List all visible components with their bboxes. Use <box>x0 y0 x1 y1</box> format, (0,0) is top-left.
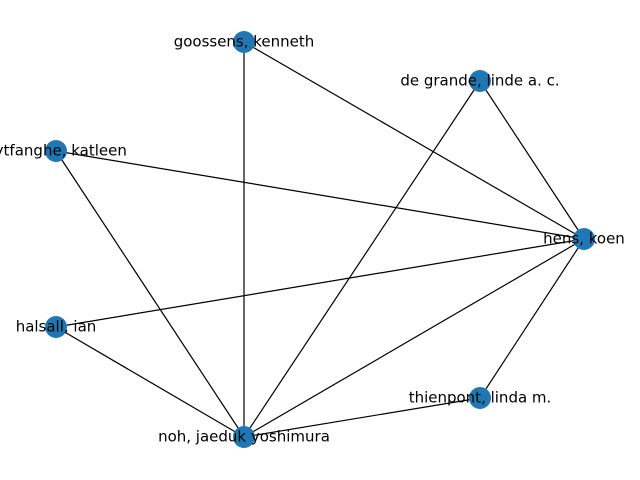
node-hens <box>573 228 595 250</box>
edge-hens-halsall <box>55 238 585 328</box>
labels-layer: goossens, kenneth de grande, linde a. c. u… <box>0 33 625 446</box>
node-label-thienpont: thienpont, linda m. <box>409 389 552 407</box>
edge-degrande-hens <box>479 80 585 240</box>
node-thienpont <box>469 387 491 409</box>
node-label-noh: noh, jaeduk yoshimura <box>158 428 330 446</box>
edges-layer <box>55 41 585 438</box>
edge-uytfanghe-noh <box>55 150 245 438</box>
node-label-halsall: halsall, ian <box>16 318 97 336</box>
node-label-goossens: goossens, kenneth <box>174 33 315 51</box>
edge-degrande-noh <box>243 80 481 438</box>
edge-hens-noh <box>243 238 585 438</box>
edge-halsall-noh <box>55 326 245 438</box>
node-uytfanghe <box>45 140 67 162</box>
node-goossens <box>233 31 255 53</box>
node-label-uytfanghe: uytfanghe, katleen <box>0 142 127 160</box>
node-halsall <box>45 316 67 338</box>
edge-noh-thienpont <box>243 397 481 438</box>
node-label-hens: hens, koen <box>543 230 625 248</box>
edge-goossens-hens <box>243 41 585 240</box>
node-label-degrande: de grande, linde a. c. <box>400 72 559 90</box>
edge-uytfanghe-hens <box>55 150 585 240</box>
nodes-layer <box>45 31 595 448</box>
node-noh <box>233 426 255 448</box>
edge-hens-thienpont <box>479 238 585 399</box>
node-degrande <box>469 70 491 92</box>
